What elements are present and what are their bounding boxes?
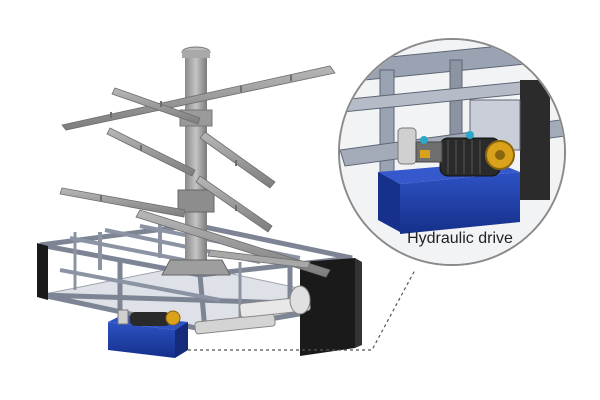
side-panel-left	[37, 243, 48, 300]
side-panel-right	[300, 258, 355, 356]
central-post	[161, 46, 231, 276]
hydraulic-drive-icon	[108, 309, 188, 358]
hydraulic-cylinders	[194, 285, 311, 335]
rotating-arm-icon	[59, 65, 336, 278]
zoom-detail-circle	[338, 38, 566, 266]
callout-label-hydraulic-drive: Hydraulic drive	[407, 230, 513, 247]
callout-leader-line	[188, 269, 416, 351]
